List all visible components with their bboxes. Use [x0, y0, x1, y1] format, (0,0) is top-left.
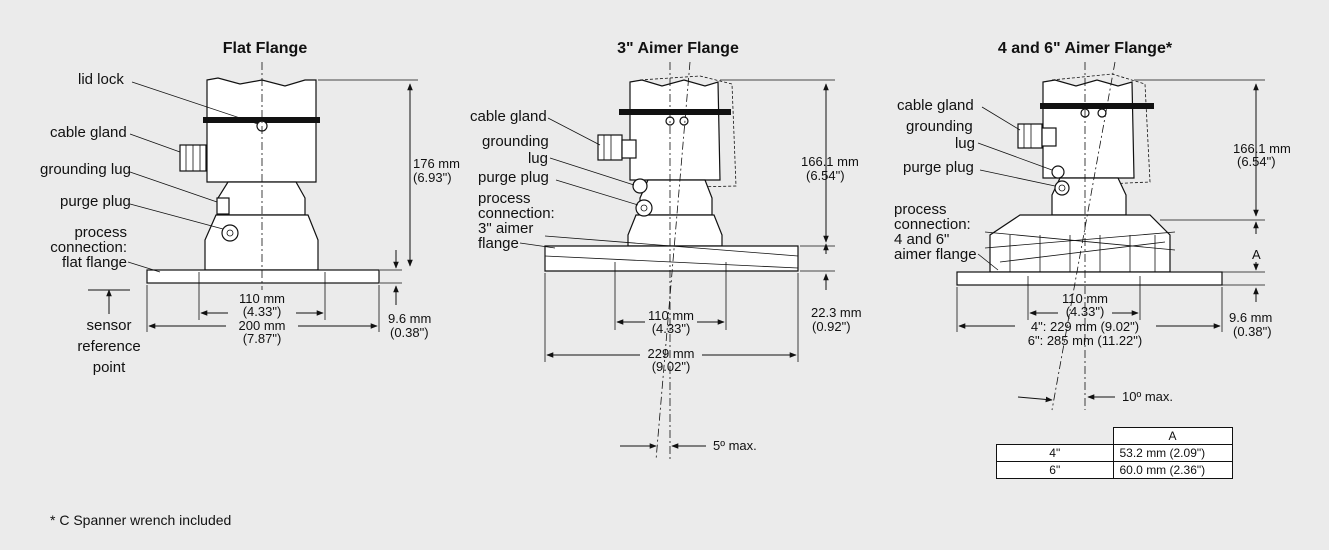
aimer46-thickness-in: (0.38") — [1233, 324, 1272, 339]
aimer46-angle: 10º max. — [1122, 389, 1173, 404]
aimer46-tilt-line — [1051, 61, 1116, 411]
flat-lid-band — [203, 117, 320, 123]
label-process-4: aimer flange — [894, 246, 977, 263]
aimer3-tilt-line — [655, 61, 691, 461]
aimer46-height-in: (6.54") — [1237, 154, 1276, 169]
grounding-lug-icon — [1051, 165, 1065, 179]
a-dimension-table: A 4" 53.2 mm (2.09") 6" 60.0 mm (2.36") — [996, 427, 1233, 479]
aimer3-outer-in: (9.02") — [652, 359, 691, 374]
label-cable-gland: cable gland — [897, 97, 974, 114]
table-header-a: A — [1112, 427, 1233, 445]
label-process-4: flange — [478, 235, 519, 252]
label-process-1: process — [478, 190, 531, 207]
grounding-lug-icon — [632, 178, 648, 194]
flat-flange-diagram: Flat Flange lid lock cable gland groundi… — [40, 40, 460, 376]
aimer3-thickness-in: (0.92") — [812, 319, 851, 334]
flat-thickness-mm: 9.6 mm — [388, 311, 431, 326]
label-process-3: 3" aimer — [478, 220, 533, 237]
aimer46-flange-plate — [956, 271, 1223, 286]
label-sensor-reference-1: sensor — [86, 317, 131, 334]
flat-inner-mm: 110 mm — [239, 291, 285, 306]
label-process-2: connection: — [478, 205, 555, 222]
footnote: * C Spanner wrench included — [50, 512, 232, 528]
flat-lower-body — [204, 214, 319, 271]
label-process-3: 4 and 6" — [894, 231, 949, 248]
aimer3-thickness-mm: 22.3 mm — [811, 305, 862, 320]
label-grounding: grounding — [482, 133, 549, 150]
flat-flange-plate — [146, 269, 380, 284]
table-cell-value: 60.0 mm (2.36") — [1112, 461, 1233, 479]
label-process-2: connection: — [894, 216, 971, 233]
aimer3-height-in: (6.54") — [806, 168, 845, 183]
aimer46-lid-band — [1040, 103, 1154, 109]
aimer46-title: 4 and 6" Aimer Flange* — [998, 40, 1173, 57]
table-row: 6" 60.0 mm (2.36") — [996, 461, 1233, 479]
purge-plug-icon — [635, 199, 653, 217]
label-process-1: process — [894, 201, 947, 218]
aimer3-outer-mm: 229 mm — [648, 346, 695, 361]
label-purge-plug: purge plug — [478, 169, 549, 186]
label-grounding: grounding — [906, 118, 973, 135]
aimer46-housing — [1042, 79, 1135, 179]
aimer46-outer-4: 4": 229 mm (9.02") — [1031, 319, 1139, 334]
label-cable-gland: cable gland — [470, 108, 547, 125]
flat-neck — [217, 181, 306, 216]
purge-plug-icon — [221, 224, 239, 242]
label-lid-lock: lid lock — [78, 71, 124, 88]
table-cell-size: 4" — [996, 444, 1114, 462]
table-cell-size: 6" — [996, 461, 1114, 479]
flat-flange-title: Flat Flange — [223, 40, 308, 57]
label-process-connection-3: flat flange — [62, 254, 127, 271]
label-process-connection-1: process — [74, 224, 127, 241]
flat-outer-in: (7.87") — [243, 331, 282, 346]
aimer3-angle: 5º max. — [713, 438, 757, 453]
table-cell-value: 53.2 mm (2.09") — [1112, 444, 1233, 462]
grounding-lug-icon — [216, 197, 230, 215]
flat-thickness-in: (0.38") — [390, 325, 429, 340]
aimer46-flange-diagram: 4 and 6" Aimer Flange* cable gland groun… — [894, 40, 1291, 411]
aimer3-flange-diagram: 3" Aimer Flange cable gland grounding lu… — [470, 40, 862, 461]
aimer3-flange-plate — [544, 245, 799, 272]
aimer46-inner-mm: 110 mm — [1062, 291, 1108, 306]
aimer46-inner-in: (4.33") — [1066, 304, 1105, 319]
aimer3-height-mm: 166.1 mm — [801, 154, 859, 169]
flat-outer-mm: 200 mm — [239, 318, 286, 333]
aimer46-aimer-body — [989, 214, 1171, 273]
label-lug: lug — [955, 135, 975, 152]
aimer3-lid-band — [619, 109, 731, 115]
flat-height-in: (6.93") — [413, 170, 452, 185]
aimer46-outer-6: 6": 285 mm (11.22") — [1028, 333, 1142, 348]
cable-gland-icon — [1017, 123, 1043, 149]
label-process-connection-2: connection: — [50, 239, 127, 256]
aimer3-title: 3" Aimer Flange — [617, 40, 739, 57]
table-row: 4" 53.2 mm (2.09") — [996, 444, 1233, 462]
aimer3-inner-in: (4.33") — [652, 321, 691, 336]
label-lug: lug — [528, 150, 548, 167]
aimer3-inner-mm: 110 mm — [648, 308, 694, 323]
cable-gland-icon — [597, 134, 623, 161]
aimer46-a-label: A — [1252, 247, 1261, 262]
aimer46-thickness-mm: 9.6 mm — [1229, 310, 1272, 325]
purge-plug-icon — [1054, 180, 1070, 196]
label-sensor-reference-2: reference — [77, 338, 140, 355]
aimer3-housing — [629, 79, 721, 181]
label-cable-gland: cable gland — [50, 124, 127, 141]
flat-inner-in: (4.33") — [243, 304, 282, 319]
table-header-row: A — [997, 427, 1233, 445]
label-purge-plug: purge plug — [60, 193, 131, 210]
label-grounding-lug: grounding lug — [40, 161, 131, 178]
flat-height-mm: 176 mm — [413, 156, 460, 171]
label-purge-plug: purge plug — [903, 159, 974, 176]
label-sensor-reference-3: point — [93, 359, 126, 376]
aimer46-height-mm: 166.1 mm — [1233, 141, 1291, 156]
